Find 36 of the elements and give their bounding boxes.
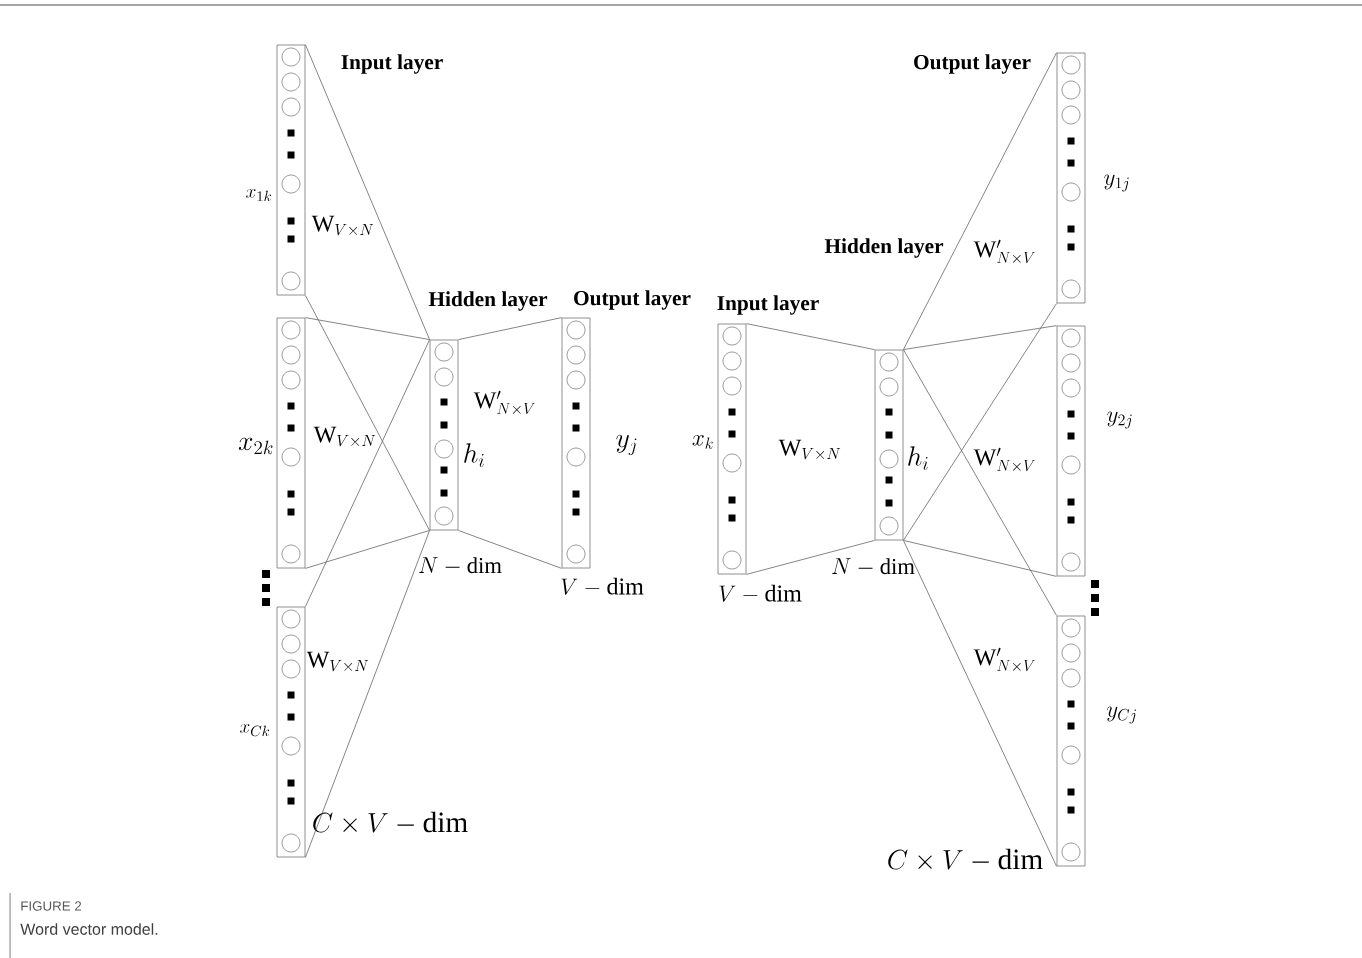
layer-heading: Input layer — [717, 295, 819, 315]
connector-line — [746, 323, 875, 575]
vector-label: $C\times V-\mathrm{dim}$ — [888, 848, 1043, 870]
connector-line — [903, 325, 1057, 577]
vector-label: $x_{1k}$ — [246, 188, 272, 202]
connector-line — [305, 339, 430, 858]
weight-label: $\mathrm{W}'_{N\times V}$ — [473, 390, 536, 415]
layer-heading: Hidden layer — [824, 238, 944, 258]
connector-line — [903, 52, 1057, 541]
connector-line — [903, 349, 1057, 867]
vector-label: $C\times V-\mathrm{dim}$ — [313, 811, 468, 833]
vector-label: $y_{2j}$ — [1107, 411, 1132, 429]
vector-label: $V-\mathrm{dim}$ — [719, 584, 802, 602]
vector-label: $y_{1j}$ — [1104, 174, 1129, 192]
vector-label: $y_j$ — [616, 434, 637, 456]
weight-label: $\mathrm{W}'_{N\times V}$ — [973, 239, 1036, 264]
weight-label: $\mathrm{W}_{V\times N}$ — [311, 215, 374, 236]
vector-label: $x_{2k}$ — [238, 437, 273, 455]
connector-line — [305, 317, 430, 569]
vector-label: $x_{Ck}$ — [240, 723, 270, 737]
vector-label: $h_i$ — [464, 443, 484, 467]
vector-label: $x_k$ — [692, 435, 713, 449]
layer-heading: Input layer — [341, 54, 443, 74]
vector-label: $h_i$ — [908, 446, 928, 470]
vector-label: $N-\mathrm{dim}$ — [419, 557, 502, 574]
layer-heading: Output layer — [914, 54, 1031, 74]
vector-label: $y_{Cj}$ — [1106, 706, 1136, 724]
layer-heading: Hidden layer — [428, 291, 548, 311]
connector-line — [458, 317, 562, 569]
figure-number: FIGURE 2 — [21, 901, 82, 911]
weight-label: $\mathrm{W}_{V\times N}$ — [778, 439, 841, 460]
layer-heading: Output layer — [574, 290, 691, 310]
connector-line — [305, 44, 430, 531]
vector-label: $V-\mathrm{dim}$ — [561, 577, 644, 595]
caption: Word vector model. — [20, 923, 158, 935]
vector-label: $N-\mathrm{dim}$ — [832, 558, 915, 575]
